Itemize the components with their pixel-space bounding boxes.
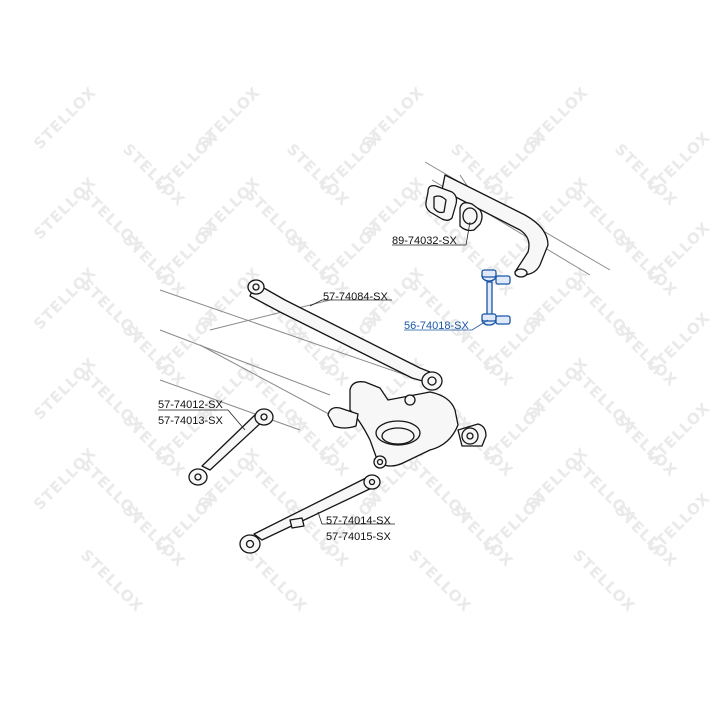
lower-arm-long[interactable] xyxy=(239,474,381,554)
watermark-text: STELLOX xyxy=(644,489,714,559)
label-stabilizer-link[interactable]: 56-74018-SX xyxy=(404,320,469,332)
label-trailing-arm-1[interactable]: 57-74012-SX xyxy=(158,399,223,411)
upper-link[interactable] xyxy=(247,279,443,391)
watermark-text: STELLOX xyxy=(316,128,386,198)
trailing-arm-short[interactable] xyxy=(188,408,274,486)
watermark-text: STELLOX xyxy=(316,218,386,288)
watermark-text: STELLOX xyxy=(241,546,311,616)
watermark-text: STELLOX xyxy=(644,309,714,379)
watermark-text: STELLOX xyxy=(480,489,550,559)
watermark-text: STELLOX xyxy=(569,546,639,616)
label-lower-arm-1[interactable]: 57-74014-SX xyxy=(326,515,391,527)
label-stabilizer-bushing[interactable]: 89-74032-SX xyxy=(392,235,457,247)
stabilizer-link[interactable] xyxy=(481,269,511,326)
label-upper-link[interactable]: 57-74084-SX xyxy=(323,291,388,303)
watermark-text: STELLOX xyxy=(480,399,550,469)
watermark-text: STELLOX xyxy=(644,128,714,198)
watermark-text: STELLOX xyxy=(152,128,222,198)
watermark-text: STELLOX xyxy=(152,218,222,288)
watermark-text: STELLOX xyxy=(77,546,147,616)
label-trailing-arm-2[interactable]: 57-74013-SX xyxy=(158,415,223,427)
watermark-text: STELLOX xyxy=(152,309,222,379)
watermark-text: STELLOX xyxy=(152,489,222,559)
part-labels: 89-74032-SX 57-74084-SX 56-74018-SX 57-7… xyxy=(158,235,469,543)
label-lower-arm-2[interactable]: 57-74015-SX xyxy=(326,531,391,543)
watermark-text: STELLOX xyxy=(644,218,714,288)
watermark-text: STELLOX xyxy=(480,128,550,198)
watermark-text: STELLOX xyxy=(405,546,475,616)
leader-lines xyxy=(158,221,489,525)
watermark-text: STELLOX xyxy=(30,83,100,153)
watermark-text: STELLOX xyxy=(644,399,714,469)
stabilizer-bar xyxy=(441,174,549,278)
knuckle xyxy=(327,381,487,469)
stabilizer-bushing[interactable] xyxy=(425,184,483,232)
